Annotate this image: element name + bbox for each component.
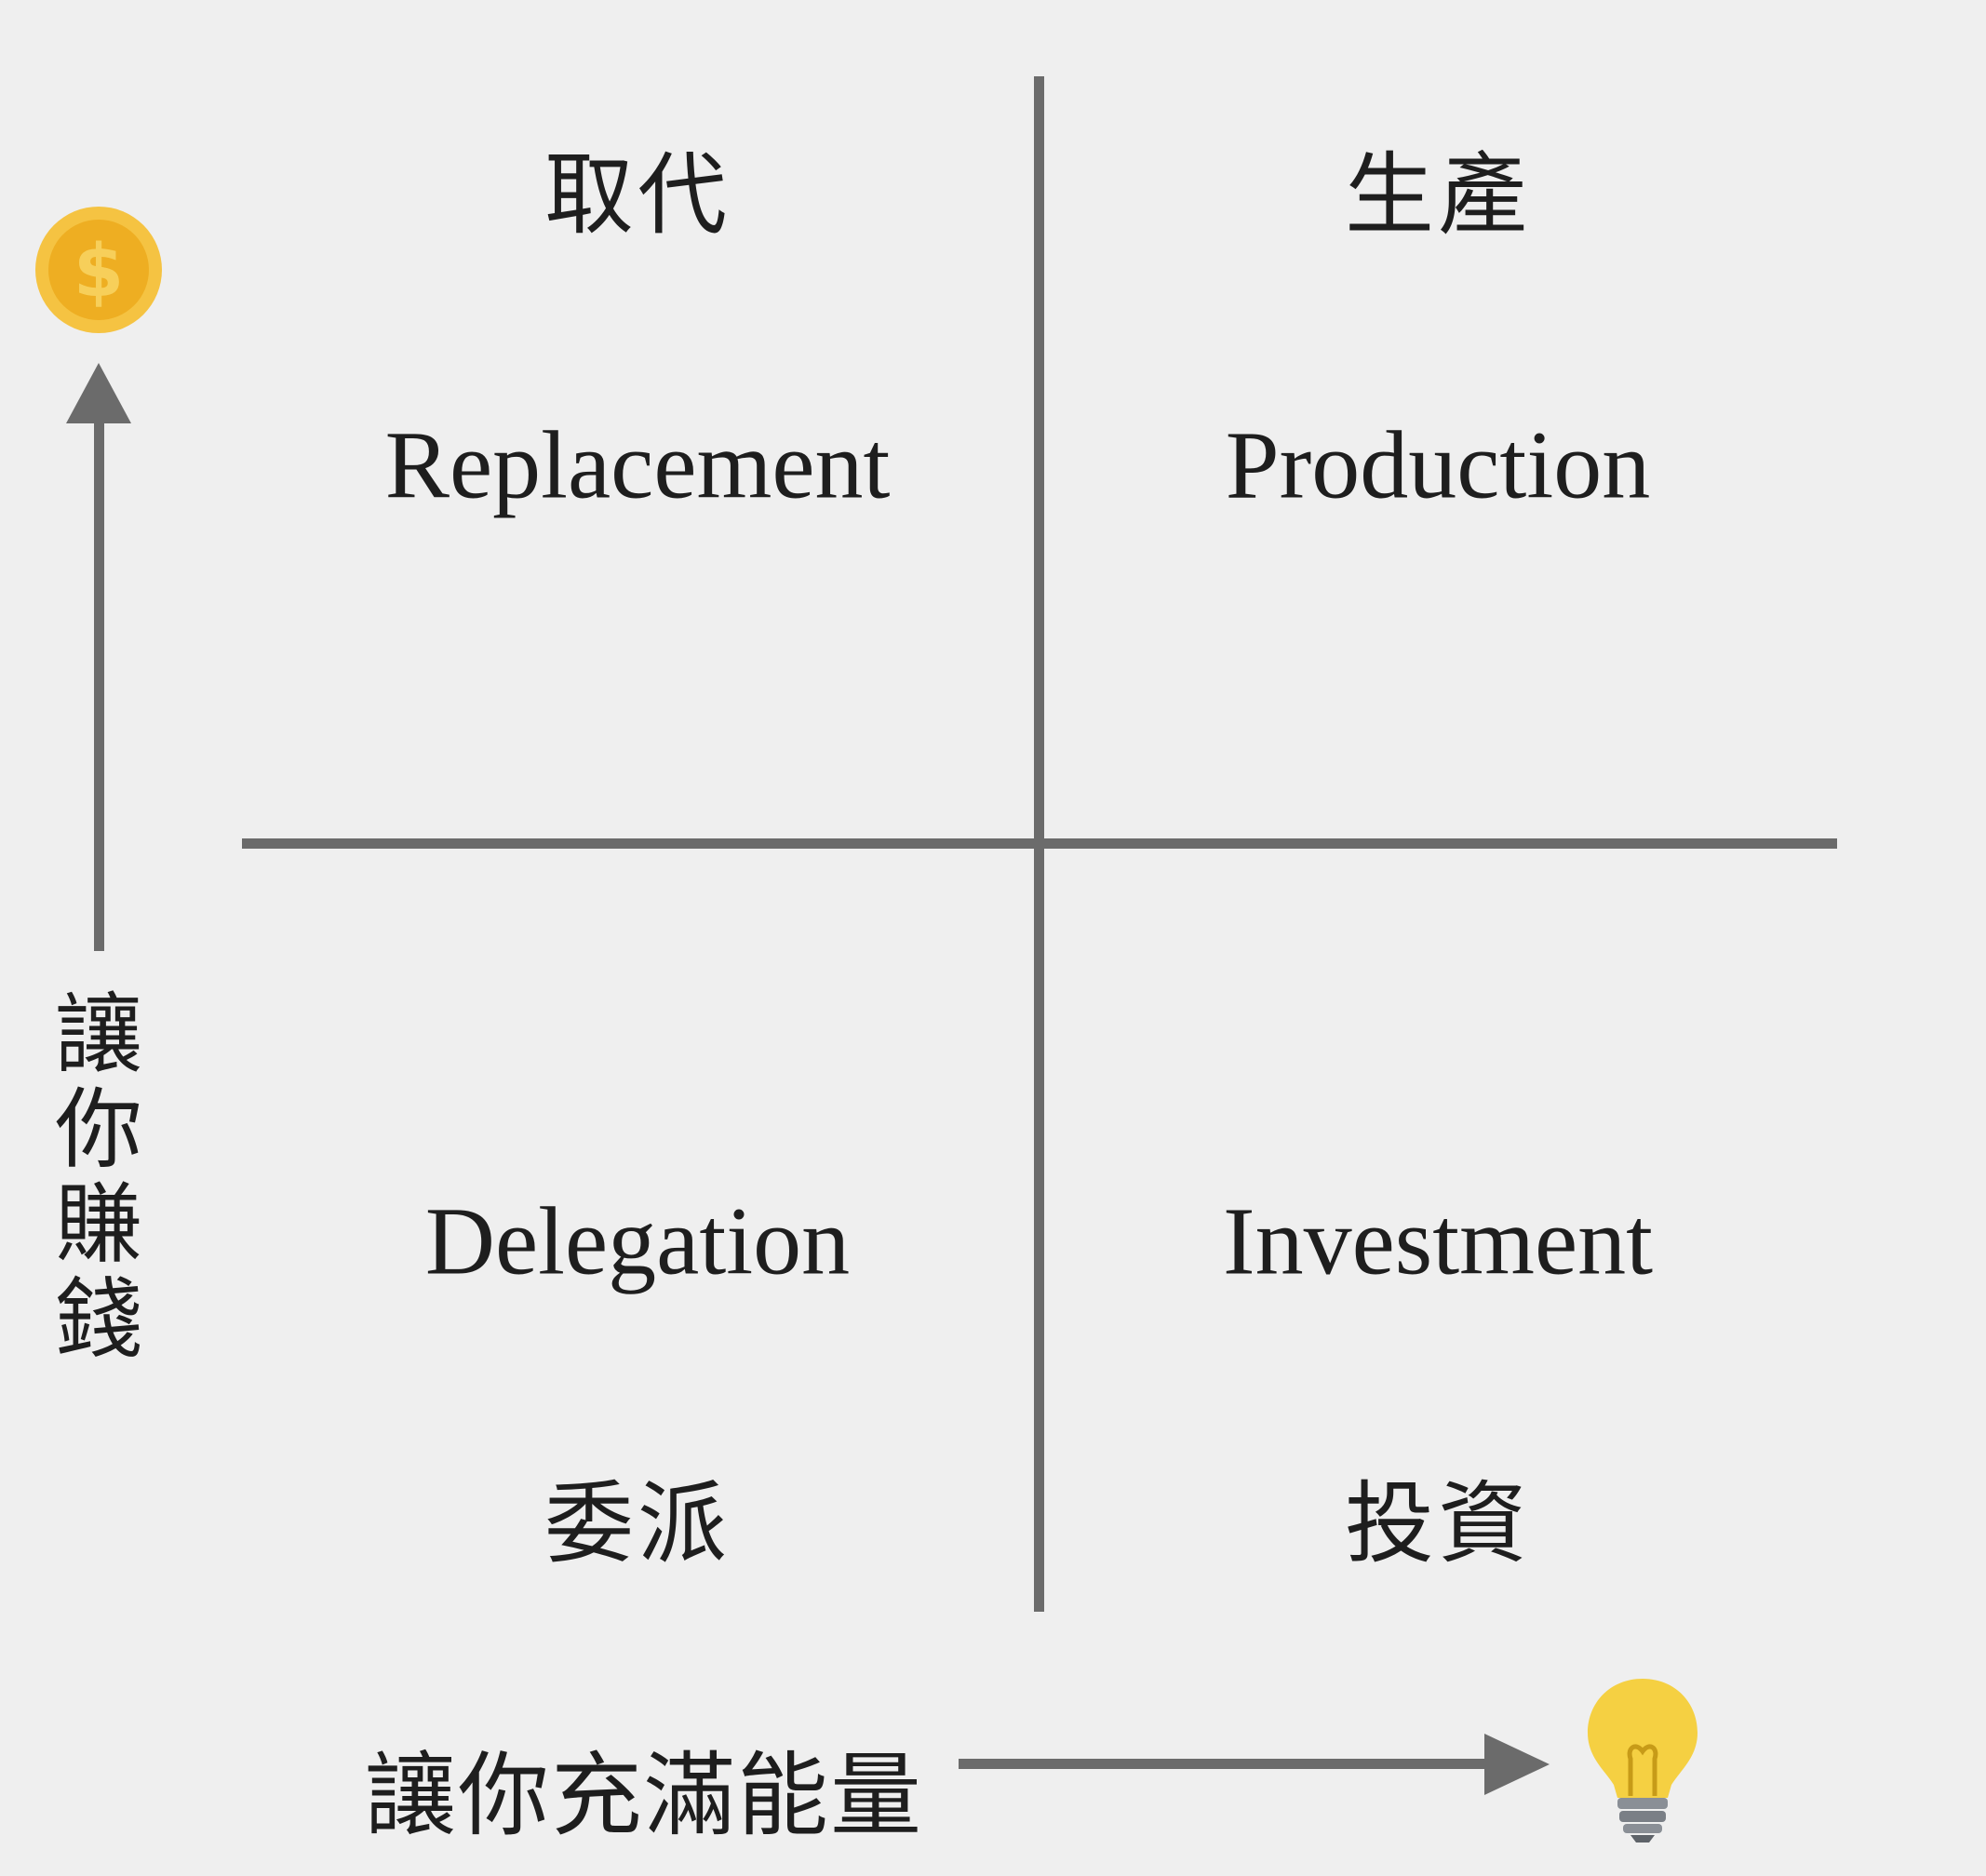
quadrant-top-left-en: Replacement [384, 411, 891, 519]
quadrant-bottom-left-en: Delegation [424, 1187, 851, 1295]
y-label-char: 你 [54, 1079, 142, 1181]
quadrant-top-right-zh: 生產 [1345, 142, 1531, 248]
quadrant-top-left-zh: 取代 [544, 142, 731, 248]
x-axis-arrow [959, 1734, 1550, 1795]
light-bulb-icon [1588, 1679, 1697, 1842]
quadrant-bottom-right-en: Investment [1222, 1187, 1654, 1295]
quadrant-bottom-left-zh: 委派 [544, 1471, 731, 1576]
svg-text:$: $ [74, 230, 124, 314]
x-axis-label: 讓你充滿能量 [365, 1743, 924, 1849]
dollar-coin-icon: $ [35, 207, 162, 333]
y-label-char: 錢 [54, 1269, 142, 1371]
horizontal-divider [242, 838, 1837, 849]
quadrant-top-right-en: Production [1225, 411, 1651, 519]
y-axis-arrow [66, 363, 131, 951]
y-label-char: 賺 [54, 1174, 142, 1276]
y-axis-label: 讓 你 賺 錢 [54, 988, 143, 1368]
quadrant-bottom-right-zh: 投資 [1345, 1471, 1531, 1576]
y-label-char: 讓 [54, 985, 142, 1086]
